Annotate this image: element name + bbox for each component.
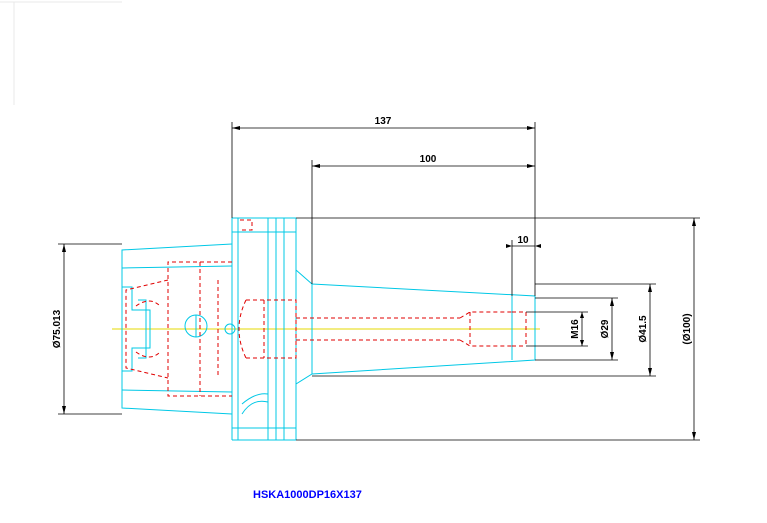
dim-thread: M16 [570,319,581,339]
dim-nose-length: 10 [517,235,529,246]
part-outline [121,217,536,441]
frame-fragment [0,1,122,105]
dimension-arrows [62,126,696,440]
hidden-lines [125,219,527,397]
dim-overall-length: 137 [375,116,392,127]
dim-bore-diameter: Ø29 [600,319,611,338]
dim-projection-length: 100 [420,154,437,165]
part-number-title: HSKA1000DP16X137 [253,489,362,501]
dim-flange-diameter: Ø75.013 [52,309,63,348]
dimension-lines [58,122,700,441]
dim-nose-diameter: Ø41.5 [638,315,649,343]
dim-collar-diameter: (Ø100) [682,313,693,344]
